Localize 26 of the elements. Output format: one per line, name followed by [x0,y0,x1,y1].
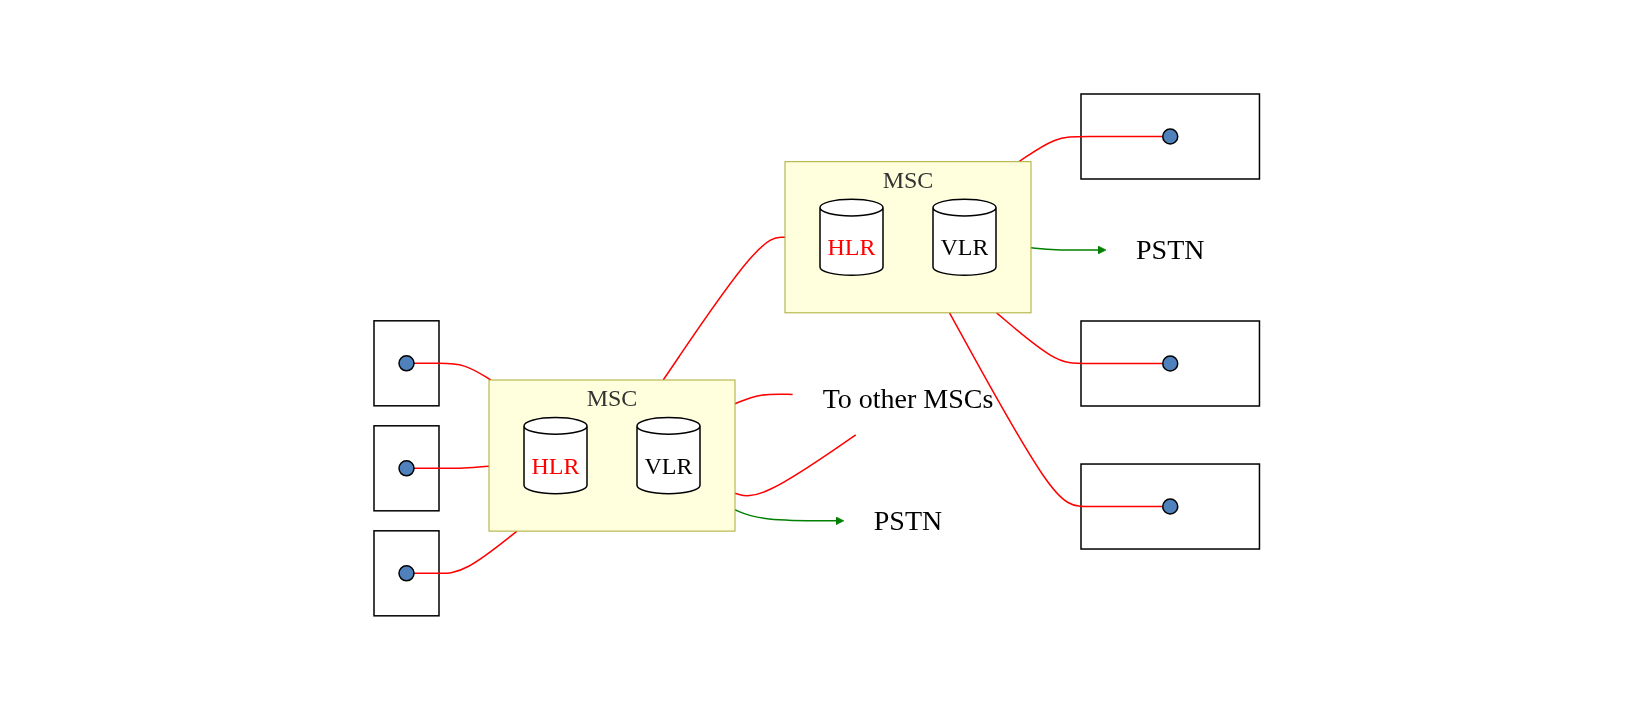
node-text: PSTN [1135,233,1205,265]
arrow [1030,245,1107,254]
node-text: To other MSCs [822,382,994,414]
connector [995,311,1164,364]
node-circle [1161,354,1179,372]
cluster [1080,92,1260,180]
node-circle [398,354,415,372]
arrow [734,508,844,525]
cluster [373,319,440,407]
connector [413,362,492,381]
connector [734,433,857,497]
cluster [1080,462,1260,550]
cluster [373,424,440,512]
connector [948,311,1164,507]
connector [662,236,786,381]
node-text: PSTN [873,504,942,536]
cluster [373,529,440,617]
cluster [1080,319,1260,407]
connector [734,392,794,405]
connector [413,529,518,574]
connector [413,465,490,469]
node-circle [398,459,415,477]
connector [1018,135,1164,163]
node-circle [398,564,415,582]
node-circle [1161,497,1179,515]
node-circle [1161,127,1179,145]
